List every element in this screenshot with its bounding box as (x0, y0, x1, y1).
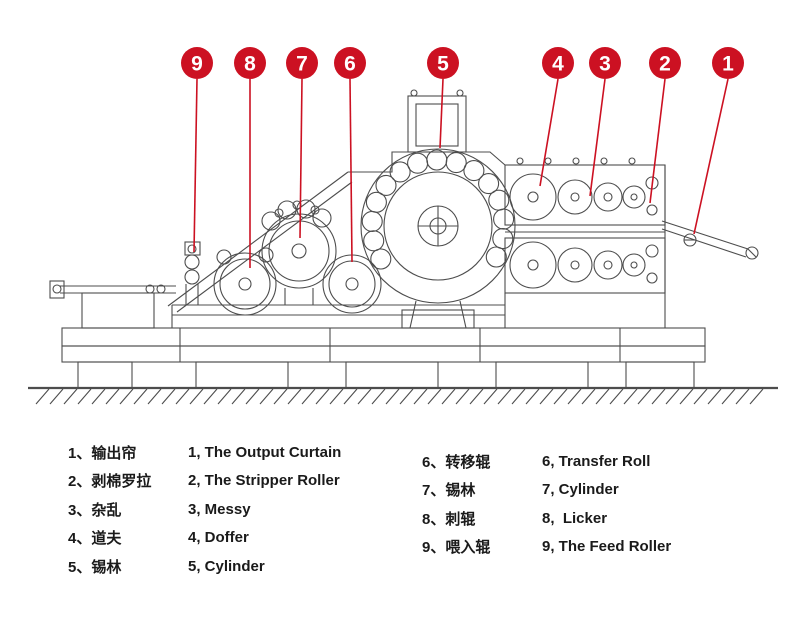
callout-number: 5 (437, 53, 449, 76)
callout-layer: 9 8 7 6 5 4 3 2 1 (181, 47, 744, 268)
legend-row-left-3: 3、杂乱 3, Messy (68, 495, 408, 524)
legend-label-en: 4, Doffer (188, 529, 249, 547)
callout-number: 6 (344, 53, 356, 76)
callout-leader-9 (193, 78, 198, 253)
legend-label-en: 7, Cylinder (542, 481, 619, 499)
cylinder-worker-roller (407, 152, 429, 174)
cylinder-worker-roller (389, 161, 411, 183)
licker-roller (213, 247, 277, 316)
legend-row-right-4: 9、喂入辊 9, The Feed Roller (422, 533, 671, 562)
legend-label-zh: 4、道夫 (68, 530, 122, 548)
legend-label-zh: 7、锡林 (422, 482, 476, 500)
output-curtain (661, 220, 759, 260)
callout-number: 7 (296, 53, 308, 76)
legend-label-en: 9, The Feed Roller (542, 538, 672, 556)
callout-leader-5 (439, 78, 444, 149)
ground-hatch (35, 388, 764, 405)
callout-badge-9 (181, 47, 213, 79)
cylinder-worker-roller (370, 248, 392, 270)
machine-frame (167, 171, 505, 328)
cylinder-worker-roller (445, 152, 467, 174)
callout-badge-5 (427, 47, 459, 79)
legend-row-left-5: 5、锡林 5, Cylinder (68, 552, 408, 581)
hood-chimney (348, 89, 506, 173)
legend-column-right: 6、转移辊 6, Transfer Roll 7、锡林 7, Cylinder 8、刺辊… (422, 438, 671, 581)
callout-badge-1 (712, 47, 744, 79)
callout-badge-8 (234, 47, 266, 79)
callout-number: 2 (659, 53, 671, 76)
callout-leader-2 (649, 78, 666, 204)
legend-label-zh: 9、喂入辊 (422, 539, 491, 557)
legend-row-right-3: 8、刺辊 8, Licker (422, 504, 671, 533)
legend-row-left-4: 4、道夫 4, Doffer (68, 524, 408, 553)
cylinder-worker-roller (488, 189, 510, 211)
callout-badge-7 (286, 47, 318, 79)
cylinder-worker-roller (463, 160, 485, 182)
callout-badge-4 (542, 47, 574, 79)
legend-label-zh: 8、刺辊 (422, 510, 476, 528)
doffer-section (504, 157, 666, 328)
cylinder-worker-roller (478, 173, 500, 195)
legend: 1、输出帘 1, The Output Curtain 2、剥棉罗拉 2, The S… (0, 438, 802, 581)
cylinder-worker-roller (375, 174, 397, 196)
cylinder-worker-roller (426, 149, 448, 171)
legend-label-en: 8, Licker (542, 509, 608, 527)
callout-badge-2 (649, 47, 681, 79)
cylinder-worker-roller (492, 228, 514, 250)
callout-badge-6 (334, 47, 366, 79)
legend-column-left: 1、输出帘 1, The Output Curtain 2、剥棉罗拉 2, The S… (68, 438, 408, 581)
carding-machine-diagram: 9 8 7 6 5 4 3 2 1 (28, 47, 778, 405)
ground (28, 386, 778, 405)
legend-label-zh: 6、转移辊 (422, 453, 491, 471)
cylinder-roller-ring (361, 149, 515, 270)
legend-label-en: 1, The Output Curtain (188, 443, 342, 461)
callout-leader-4 (539, 78, 559, 187)
callout-number: 8 (244, 53, 256, 76)
small-cylinder (261, 199, 337, 305)
callout-badge-3 (589, 47, 621, 79)
legend-label-en: 5, Cylinder (188, 557, 265, 575)
main-cylinder (360, 148, 516, 329)
callout-leader-7 (299, 78, 303, 239)
cylinder-worker-roller (365, 191, 387, 213)
callout-number: 4 (552, 53, 564, 76)
cylinder-worker-roller (493, 208, 515, 230)
legend-label-en: 2, The Stripper Roller (188, 472, 340, 490)
callout-leader-3 (589, 78, 606, 197)
legend-row-left-2: 2、剥棉罗拉 2, The Stripper Roller (68, 467, 408, 496)
machine-line-art (28, 89, 778, 405)
callout-number: 1 (722, 53, 734, 76)
legend-label-zh: 1、输出帘 (68, 444, 137, 462)
legend-label-en: 6, Transfer Roll (542, 452, 651, 470)
feed-table (49, 280, 176, 329)
feed-roller-assembly (184, 241, 201, 305)
legend-row-right-2: 7、锡林 7, Cylinder (422, 476, 671, 505)
legend-label-en: 3, Messy (188, 500, 251, 518)
legend-label-zh: 2、剥棉罗拉 (68, 473, 152, 491)
cylinder-worker-roller (361, 210, 383, 232)
machine-base (61, 327, 706, 389)
cylinder-worker-roller (363, 230, 385, 252)
legend-label-zh: 5、锡林 (68, 558, 122, 576)
cylinder-worker-roller (485, 246, 507, 268)
callout-number: 3 (599, 53, 611, 76)
legend-row-right-1: 6、转移辊 6, Transfer Roll (422, 447, 671, 476)
legend-label-zh: 3、杂乱 (68, 501, 122, 519)
legend-row-left-1: 1、输出帘 1, The Output Curtain (68, 438, 408, 467)
callout-leader-6 (349, 78, 353, 263)
callout-leader-1 (693, 78, 729, 235)
callout-number: 9 (191, 53, 203, 76)
